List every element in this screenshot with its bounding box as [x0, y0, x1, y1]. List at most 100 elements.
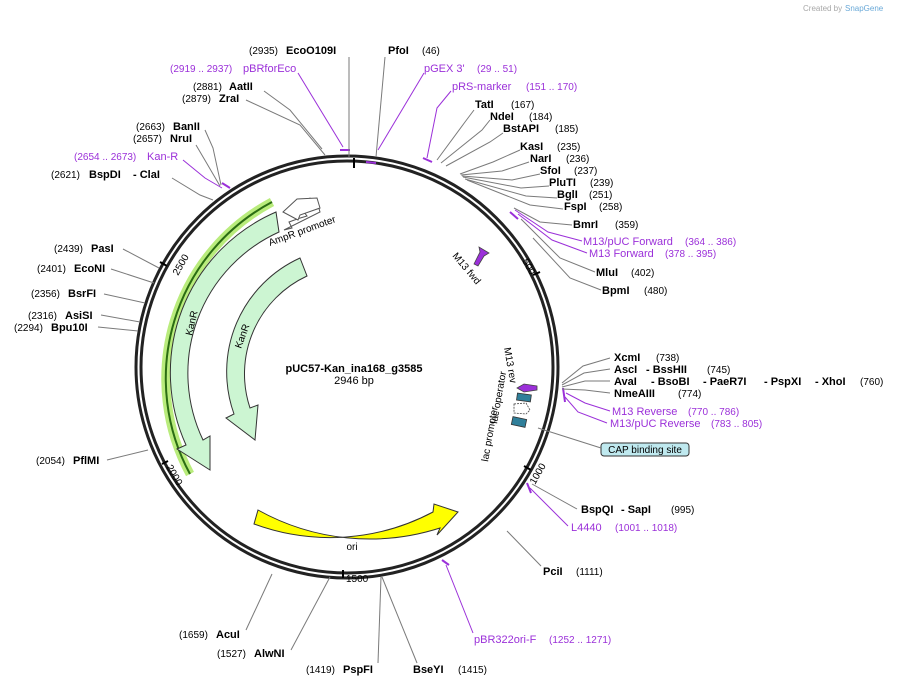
plutI-leader [462, 176, 550, 189]
bgli-leader [464, 178, 558, 199]
pfoi-label: PfoI [388, 45, 409, 57]
l4440-label: L4440 [571, 522, 602, 534]
m13puc-fwd-marker [509, 211, 519, 220]
asisi-leader [100, 314, 141, 323]
avai-label: AvaI [614, 376, 637, 388]
sfoi-leader [461, 173, 541, 181]
acui-leader [245, 573, 273, 631]
kanr-primer-pos: (2654 .. 2673) [74, 152, 136, 163]
pspxi-label: - PspXI [764, 376, 801, 388]
nari-pos: (236) [566, 154, 589, 165]
avai-leader [561, 380, 610, 388]
ecoo109i-pos: (2935) [249, 46, 278, 57]
cap-binding-site-badge [600, 442, 690, 457]
lac-promoter-outline [513, 402, 531, 415]
plasmid-length: 2946 bp [334, 375, 374, 387]
pbrforeco-pos: (2919 .. 2937) [170, 64, 232, 75]
nmeaiii-leader [561, 388, 611, 394]
pbr322ori-leader [445, 564, 474, 634]
paer7i-label: - PaeR7I [703, 376, 746, 388]
pgex3-leader [377, 72, 425, 151]
m13puc-rev-pos: (783 .. 805) [711, 419, 762, 430]
sapi-pos: (995) [671, 505, 694, 516]
bmri-pos: (359) [615, 220, 638, 231]
m13puc-fwd-pos: (364 .. 386) [685, 237, 736, 248]
xhoi-pos: (760) [860, 377, 883, 388]
bstapi-label: BstAPI [503, 123, 539, 135]
tick-2000 [161, 460, 169, 465]
acui-label: AcuI [216, 629, 240, 641]
bsshii-pos: (745) [707, 365, 730, 376]
pgex3-marker [365, 161, 377, 164]
aatii-pos: (2881) [193, 82, 222, 93]
pcii-pos: (1111) [576, 567, 603, 578]
banii-leader [204, 129, 222, 186]
bgli-pos: (251) [589, 190, 612, 201]
bspdi-pos: (2621) [51, 170, 80, 181]
sfoi-label: SfoI [540, 165, 561, 177]
ndei-leader [440, 119, 491, 164]
acui-pos: (1659) [179, 630, 208, 641]
pcii-label: PciI [543, 566, 563, 578]
tick-2500 [159, 261, 168, 267]
m13-fwd-arrow [473, 246, 490, 267]
zrai-pos: (2879) [182, 94, 211, 105]
nari-label: NarI [530, 153, 551, 165]
backbone-inner-ring [139, 159, 555, 575]
m13puc-fwd-leader [514, 209, 583, 242]
bstapi-pos: (185) [555, 124, 578, 135]
ecoo109i-label: EcoO109I [286, 45, 336, 57]
l4440-leader [529, 487, 569, 527]
kanr-outer-label: KanR [184, 310, 200, 337]
kasi-leader [459, 149, 521, 175]
aatii-leader [263, 90, 323, 150]
pasi-pos: (2439) [54, 244, 83, 255]
pfoi-pos: (46) [422, 46, 440, 57]
pgex3-label: pGEX 3' [424, 63, 465, 75]
cap-binding-box [510, 416, 528, 428]
pspfi-label: PspFI [343, 664, 373, 676]
pbr322ori-label: pBR322ori-F [474, 634, 537, 646]
aatii-label: AatII [229, 81, 253, 93]
bseyi-pos: (1415) [458, 665, 487, 676]
m13puc-rev-leader [564, 396, 608, 424]
mlui-label: MluI [596, 267, 618, 279]
m13-forward-pos: (378 .. 395) [665, 249, 716, 260]
tick-1000 [523, 465, 532, 471]
banii-label: BanII [173, 121, 200, 133]
pgex3-pos: (29 .. 51) [477, 64, 517, 75]
pluti-label: PluTI [549, 177, 576, 189]
m13-reverse-pos: (770 .. 786) [688, 407, 739, 418]
bsobi-label: - BsoBI [651, 376, 690, 388]
asci-leader [561, 368, 611, 386]
bsshii-label: - BssHII [646, 364, 687, 376]
ori-arrow [253, 503, 459, 540]
kanr-inner-arrow [225, 257, 308, 441]
m13-forward-label: M13 Forward [589, 248, 654, 260]
cap-leader [537, 427, 602, 449]
prsmarker-marker [422, 157, 433, 163]
banii-pos: (2663) [136, 122, 165, 133]
m13-forward-leader [517, 213, 588, 254]
zrai-leader [245, 99, 326, 156]
alwni-leader [290, 576, 331, 651]
asci-label: AscI [614, 364, 637, 376]
fspi-label: FspI [564, 201, 587, 213]
backbone-outer-ring [134, 154, 560, 580]
econi-label: EcoNI [74, 263, 105, 275]
alwni-label: AlwNI [254, 648, 285, 660]
m13puc-fwd-label: M13/pUC Forward [583, 236, 673, 248]
prsmarker-pos: (151 .. 170) [526, 82, 577, 93]
bsrfi-label: BsrFI [68, 288, 96, 300]
nrui-pos: (2657) [133, 134, 162, 145]
ampr-promoter-shape [282, 197, 321, 221]
xcmi-leader [561, 357, 611, 384]
zrai-label: ZraI [219, 93, 239, 105]
l4440-marker [526, 482, 532, 494]
econi-leader [110, 268, 155, 284]
pspfi-leader [377, 576, 382, 664]
prsmarker-leader [426, 90, 452, 159]
prsmarker-label: pRS-marker [452, 81, 512, 93]
clai-label: - ClaI [133, 169, 160, 181]
